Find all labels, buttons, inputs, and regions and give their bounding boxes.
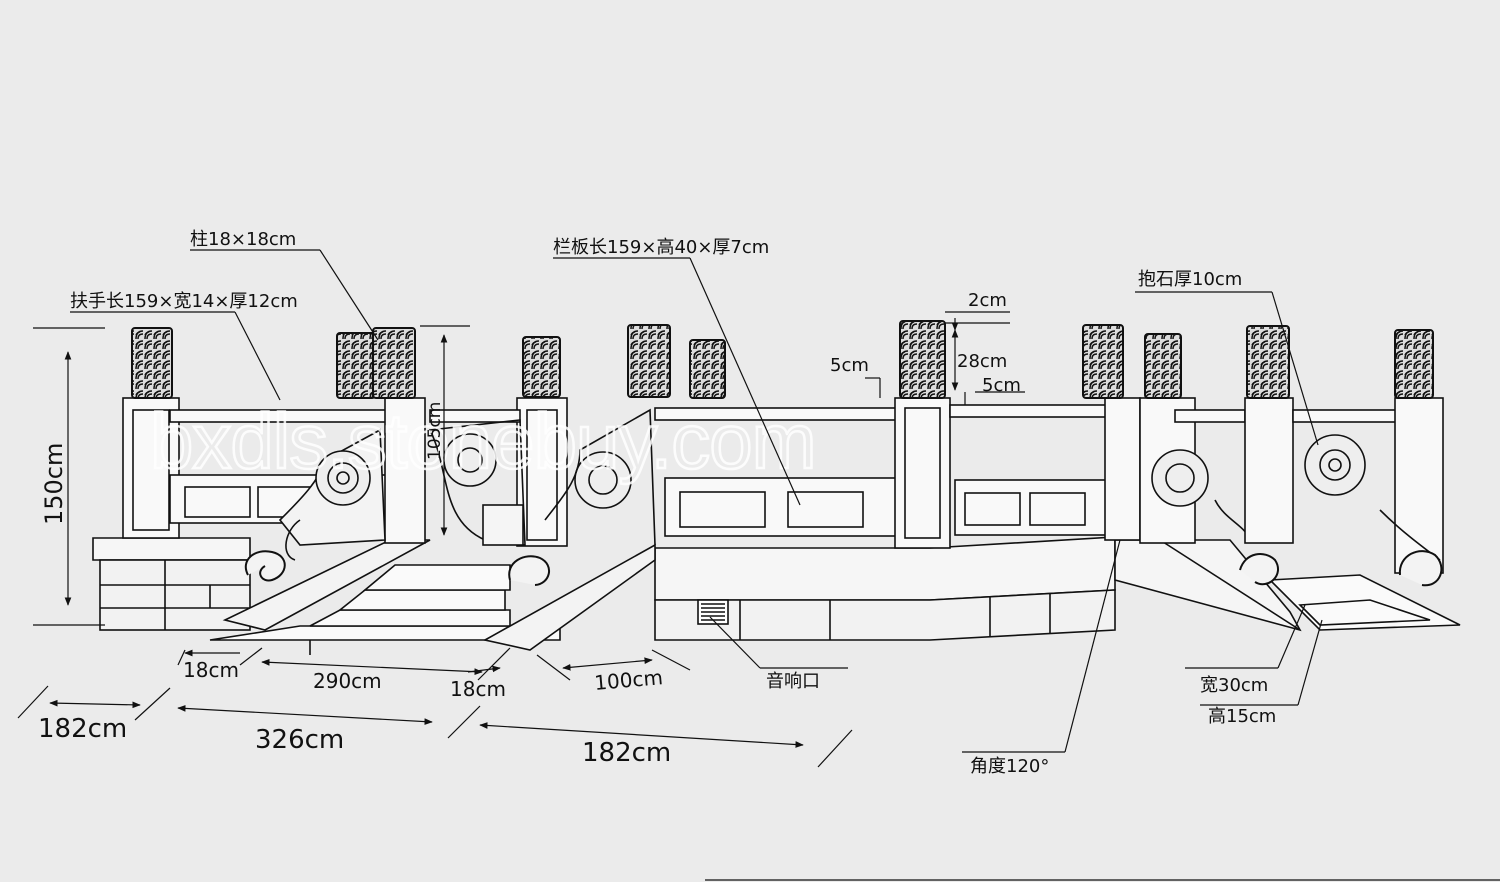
label-sound-port: 音响口 xyxy=(766,671,820,692)
label-holding-stone: 抱石厚10cm xyxy=(1138,269,1242,290)
label-18cm-left: 18cm xyxy=(183,658,239,682)
dimension-lines xyxy=(17,249,1500,881)
label-panel: 栏板长159×高40×厚7cm xyxy=(553,237,769,258)
label-290cm: 290cm xyxy=(313,669,382,693)
label-pillar: 柱18×18cm xyxy=(190,229,296,250)
label-182cm-left: 182cm xyxy=(38,714,127,744)
label-5cm-right: 5cm xyxy=(982,375,1021,396)
label-18cm-center: 18cm xyxy=(450,677,506,701)
labels: 柱18×18cm 扶手长159×宽14×厚12cm 栏板长159×高40×厚7c… xyxy=(38,229,1276,777)
label-handrail: 扶手长159×宽14×厚12cm xyxy=(70,291,298,312)
watermark: bxdls.stonebuy.com xyxy=(150,397,816,485)
label-step-width: 宽30cm xyxy=(1200,675,1268,696)
label-angle: 角度120° xyxy=(970,756,1049,777)
label-100cm: 100cm xyxy=(593,665,663,695)
label-2cm: 2cm xyxy=(968,290,1007,311)
pillar-heads xyxy=(131,320,1434,399)
label-182cm-right: 182cm xyxy=(582,738,671,768)
label-height-105: 105cm xyxy=(425,402,445,460)
label-step-height: 高15cm xyxy=(1208,706,1276,727)
label-height-150: 150cm xyxy=(40,443,68,525)
label-5cm-left: 5cm xyxy=(830,355,869,376)
label-326cm: 326cm xyxy=(255,725,344,755)
label-28cm: 28cm xyxy=(957,351,1007,372)
structure xyxy=(92,397,1461,655)
